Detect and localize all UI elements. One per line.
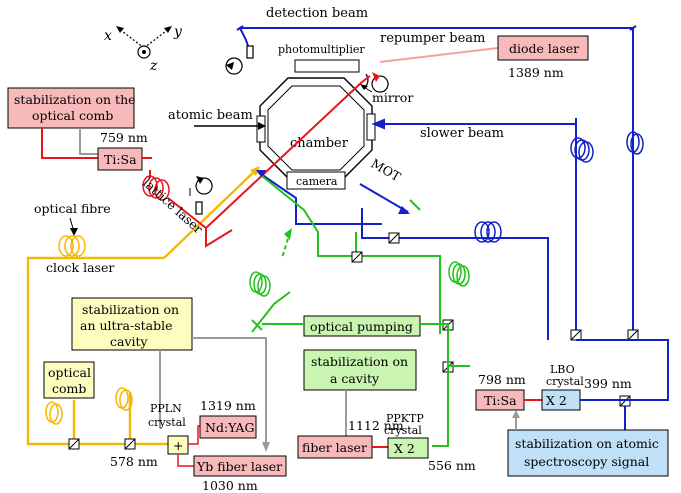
optical-comb-line2: comb — [52, 381, 86, 396]
wavelength-1319: 1319 nm — [200, 398, 256, 413]
ppktp-label-1: PPKTP — [386, 412, 424, 425]
diode-laser-box: diode laser 1389 nm — [497, 35, 589, 80]
camera-label: camera — [296, 175, 338, 188]
stab-cavity-line3: cavity — [110, 334, 149, 349]
orange-coil-2 — [115, 387, 133, 411]
green-fiber-coil-2 — [448, 261, 470, 287]
stab-a-cavity-line2: a cavity — [330, 371, 380, 386]
orange-coil-1 — [45, 401, 63, 425]
clock-beam — [26, 167, 259, 446]
x2-green-label: X 2 — [394, 441, 415, 456]
lattice-fiber — [142, 157, 207, 229]
wavelength-759: 759 nm — [100, 130, 148, 145]
lbo-label-2: crystal — [546, 375, 584, 388]
wavelength-798: 798 nm — [478, 372, 526, 387]
detection-beam-label: detection beam — [266, 6, 368, 21]
optical-comb-line1: optical — [48, 365, 91, 380]
axes-indicator: x y z — [104, 24, 183, 74]
mirror-label: mirror — [372, 90, 413, 105]
cavity-feedback — [159, 337, 267, 448]
ppktp-label-2: crystal — [384, 424, 422, 437]
green-fiber-coil-1 — [249, 271, 271, 297]
ppln-plus: + — [173, 438, 183, 453]
optical-pumping-box: optical pumping — [303, 315, 421, 337]
tisa-lattice-label: Ti:Sa — [104, 152, 137, 167]
clock-beam-arrow — [250, 166, 260, 176]
ppln-label-1: PPLN — [150, 402, 182, 415]
fiber-laser-box: fiber laser 1112 nm — [297, 418, 404, 459]
yb-fiber-label: Yb fiber laser — [196, 459, 282, 474]
atomic-beam-label: atomic beam — [168, 108, 253, 123]
stab-a-cavity-line1: stabilization on — [311, 354, 408, 369]
stab-atomic-box: stabilization on atomic spectroscopy sig… — [507, 429, 669, 477]
blue-fiber-coil-2 — [626, 131, 644, 155]
optical-comb-box: optical comb — [43, 361, 95, 399]
stab-ultrastable-cavity-box: stabilization on an ultra-stable cavity — [71, 297, 193, 351]
repumper-beam: repumper beam — [371, 31, 499, 93]
detection-photodiode — [225, 45, 254, 75]
diode-laser-label: diode laser — [509, 41, 579, 56]
slower-beam-label: slower beam — [420, 126, 504, 141]
ndyag-label: Nd:YAG — [205, 420, 254, 435]
stab-cavity-line1: stabilization on — [82, 302, 179, 317]
yb-fiber-box: Yb fiber laser 1030 nm — [193, 455, 287, 493]
wavelength-1389: 1389 nm — [508, 65, 564, 80]
optical-fibre-label: optical fibre — [34, 201, 111, 216]
camera: camera — [286, 171, 346, 190]
x2-blue-box: X 2 LBO crystal 399 nm — [541, 363, 632, 411]
ndyag-box: Nd:YAG 1319 nm — [199, 398, 257, 439]
atomic-beam: atomic beam — [168, 108, 266, 130]
stab-comb-line1: stabilization on the — [14, 92, 136, 107]
stab-optical-comb-box: stabilization on the optical comb — [7, 87, 136, 129]
x2-green-box: X 2 PPKTP crystal 556 nm — [384, 412, 476, 473]
photomultiplier-label: photomultiplier — [278, 43, 365, 56]
wavelength-1112: 1112 nm — [348, 418, 404, 433]
repumper-beam-label: repumper beam — [380, 31, 485, 46]
wavelength-578: 578 nm — [110, 454, 158, 469]
chamber-label: chamber — [290, 136, 349, 151]
optical-pumping-links — [251, 319, 470, 447]
blue-source-beam — [576, 339, 669, 430]
fiber-laser-label: fiber laser — [302, 440, 367, 455]
ppln-label-2: crystal — [148, 416, 186, 429]
blue-fiber-coil-mid — [474, 221, 502, 243]
stab-atomic-line2: spectroscopy signal — [524, 454, 649, 469]
x2-blue-label: X 2 — [546, 393, 567, 408]
wavelength-1030: 1030 nm — [202, 478, 258, 493]
cavity-feedback-arrow — [262, 442, 270, 452]
stab-a-cavity-box: stabilization on a cavity — [303, 349, 417, 391]
ppln-crystal: + PPLN crystal — [148, 402, 200, 467]
stab-cavity-line2: an ultra-stable — [80, 318, 173, 333]
clock-laser-label: clock laser — [46, 260, 114, 275]
lattice-photodiode — [189, 176, 213, 215]
stab-comb-links — [41, 128, 98, 159]
mot-label: MOT — [369, 156, 404, 185]
tisa-blue-box: Ti:Sa 798 nm — [475, 372, 526, 411]
mot-arrows — [256, 170, 410, 214]
stab-comb-line2: optical comb — [32, 108, 113, 123]
clock-beamsplitters — [68, 438, 136, 450]
x-axis-label: x — [104, 28, 112, 44]
stab-atomic-line1: stabilization on atomic — [515, 436, 659, 451]
vacuum-chamber: chamber — [256, 77, 376, 179]
mot-beams-green — [251, 175, 441, 334]
green-arrows — [284, 228, 292, 240]
lattice-beam — [205, 75, 371, 248]
lbo-label-1: LBO — [550, 363, 575, 376]
tisa-blue-label: Ti:Sa — [484, 393, 517, 408]
wavelength-556: 556 nm — [428, 458, 476, 473]
mirror: mirror — [360, 73, 413, 105]
stab-atomic-arrow — [512, 410, 520, 418]
photomultiplier: photomultiplier — [278, 43, 365, 73]
tisa-lattice-box: Ti:Sa 759 nm — [97, 130, 148, 171]
optical-pumping-label: optical pumping — [310, 319, 413, 334]
z-axis-label: z — [149, 58, 158, 74]
optical-fibre: optical fibre clock laser — [34, 201, 114, 275]
wavelength-399: 399 nm — [584, 376, 632, 391]
blue-fiber-coil-1 — [570, 137, 594, 163]
y-axis-label: y — [173, 24, 183, 40]
